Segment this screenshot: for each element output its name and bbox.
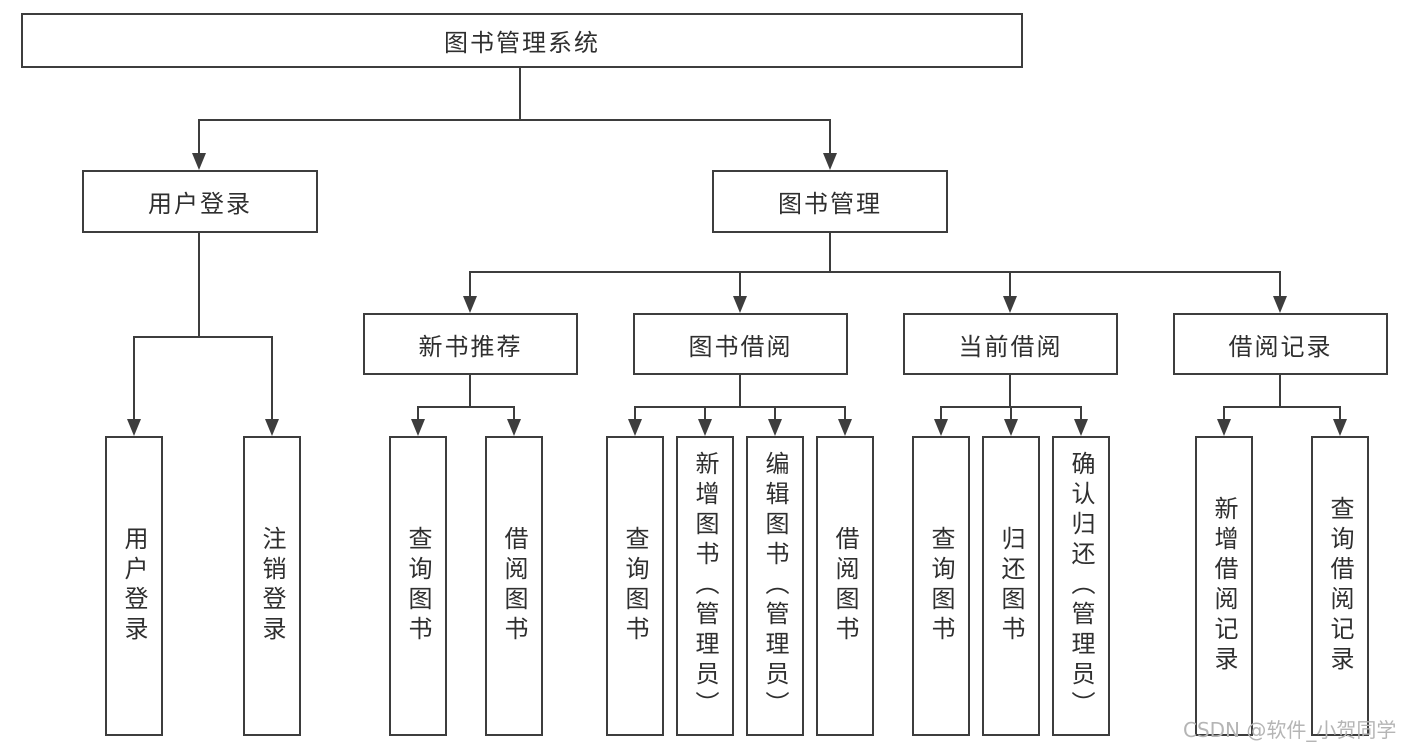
leaf-borrow-books: 借阅图书 <box>816 436 874 736</box>
leaf-query-borrow-record: 查询借阅记录 <box>1311 436 1369 736</box>
connector-line <box>1009 375 1011 408</box>
connector-line <box>469 271 471 298</box>
node-borrow-records: 借阅记录 <box>1173 313 1388 375</box>
arrow-down-icon <box>698 419 712 436</box>
connector-line <box>1279 375 1281 408</box>
connector-line <box>1223 406 1225 421</box>
connector-line <box>844 406 846 421</box>
connector-line <box>1080 406 1082 421</box>
connector-line <box>198 119 200 155</box>
leaf-add-borrow-record-label: 新增借阅记录 <box>1210 496 1238 676</box>
connector-line <box>417 406 515 408</box>
arrow-down-icon <box>838 419 852 436</box>
leaf-add-books-admin-label: 新增图书（管理员） <box>691 451 719 721</box>
leaf-user-login: 用户登录 <box>105 436 163 736</box>
leaf-borrow-query-books-label: 查询图书 <box>621 526 649 646</box>
leaf-logout: 注销登录 <box>243 436 301 736</box>
connector-line <box>198 119 831 121</box>
node-user-login: 用户登录 <box>82 170 318 233</box>
arrow-down-icon <box>265 419 279 436</box>
arrow-down-icon <box>733 296 747 313</box>
leaf-recommend-borrow-books-label: 借阅图书 <box>500 526 528 646</box>
connector-line <box>634 406 846 408</box>
arrow-down-icon <box>1004 419 1018 436</box>
arrow-down-icon <box>934 419 948 436</box>
csdn-watermark: CSDN @软件_小贺同学 <box>1183 718 1397 742</box>
connector-line <box>634 406 636 421</box>
leaf-edit-books-admin: 编辑图书（管理员） <box>746 436 804 736</box>
connector-line <box>133 336 135 421</box>
arrow-down-icon <box>1074 419 1088 436</box>
arrow-down-icon <box>411 419 425 436</box>
leaf-query-borrow-record-label: 查询借阅记录 <box>1326 496 1354 676</box>
connector-line <box>1223 406 1341 408</box>
connector-line <box>469 375 471 408</box>
connector-line <box>1339 406 1341 421</box>
connector-line <box>271 336 273 421</box>
arrow-down-icon <box>628 419 642 436</box>
leaf-current-query-books: 查询图书 <box>912 436 970 736</box>
connector-line <box>1009 271 1011 298</box>
node-book-management-label: 图书管理 <box>778 190 882 218</box>
node-borrow-records-label: 借阅记录 <box>1228 332 1333 361</box>
arrow-down-icon <box>192 153 206 170</box>
node-root: 图书管理系统 <box>21 13 1023 68</box>
leaf-user-login-label: 用户登录 <box>120 526 148 646</box>
leaf-return-books: 归还图书 <box>982 436 1040 736</box>
connector-line <box>519 68 521 120</box>
connector-line <box>739 271 741 298</box>
connector-line <box>774 406 776 421</box>
connector-line <box>1010 406 1012 421</box>
node-new-book-recommend-label: 新书推荐 <box>418 332 523 361</box>
node-book-management: 图书管理 <box>712 170 948 233</box>
leaf-recommend-query-books: 查询图书 <box>389 436 447 736</box>
node-current-borrow: 当前借阅 <box>903 313 1118 375</box>
leaf-return-books-label: 归还图书 <box>997 526 1025 646</box>
node-book-borrow: 图书借阅 <box>633 313 848 375</box>
connector-line <box>940 406 942 421</box>
leaf-add-borrow-record: 新增借阅记录 <box>1195 436 1253 736</box>
node-user-login-label: 用户登录 <box>148 190 252 218</box>
connector-line <box>417 406 419 421</box>
connector-line <box>1279 271 1281 298</box>
leaf-current-query-books-label: 查询图书 <box>927 526 955 646</box>
node-book-borrow-label: 图书借阅 <box>688 332 793 361</box>
connector-line <box>829 119 831 155</box>
arrow-down-icon <box>1003 296 1017 313</box>
connector-line <box>198 233 200 338</box>
node-current-borrow-label: 当前借阅 <box>958 332 1063 361</box>
arrow-down-icon <box>463 296 477 313</box>
leaf-confirm-return-admin-label: 确认归还（管理员） <box>1067 451 1095 721</box>
leaf-logout-label: 注销登录 <box>258 526 286 646</box>
connector-line <box>513 406 515 421</box>
arrow-down-icon <box>1333 419 1347 436</box>
leaf-recommend-borrow-books: 借阅图书 <box>485 436 543 736</box>
arrow-down-icon <box>507 419 521 436</box>
leaf-edit-books-admin-label: 编辑图书（管理员） <box>761 451 789 721</box>
leaf-add-books-admin: 新增图书（管理员） <box>676 436 734 736</box>
leaf-borrow-books-label: 借阅图书 <box>831 526 859 646</box>
node-root-label: 图书管理系统 <box>444 29 600 57</box>
arrow-down-icon <box>768 419 782 436</box>
node-new-book-recommend: 新书推荐 <box>363 313 578 375</box>
arrow-down-icon <box>127 419 141 436</box>
connector-line <box>739 375 741 408</box>
arrow-down-icon <box>1273 296 1287 313</box>
leaf-confirm-return-admin: 确认归还（管理员） <box>1052 436 1110 736</box>
connector-line <box>133 336 273 338</box>
arrow-down-icon <box>823 153 837 170</box>
connector-line <box>829 233 831 273</box>
leaf-recommend-query-books-label: 查询图书 <box>404 526 432 646</box>
arrow-down-icon <box>1217 419 1231 436</box>
connector-line <box>469 271 1281 273</box>
leaf-borrow-query-books: 查询图书 <box>606 436 664 736</box>
connector-line <box>704 406 706 421</box>
